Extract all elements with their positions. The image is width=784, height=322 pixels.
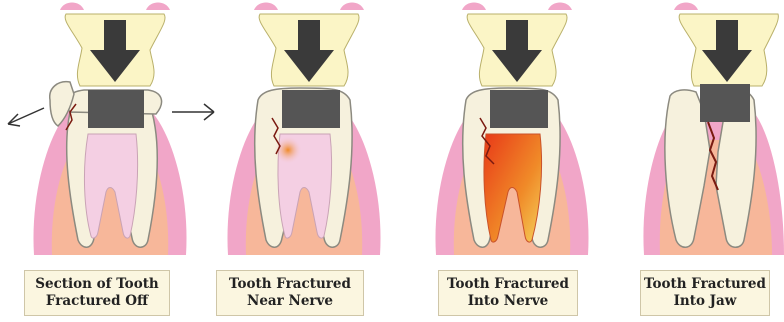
direction-arrow-icon — [172, 104, 214, 120]
caption-line-2: Near Nerve — [229, 293, 351, 310]
opposing-gum — [60, 3, 170, 11]
panel-fractured-into-jaw — [643, 3, 784, 256]
caption-section-fractured-off: Section of Tooth Fractured Off — [24, 270, 170, 316]
panel-fractured-into-nerve — [435, 3, 588, 256]
opposing-gum — [462, 3, 572, 11]
caption-line-1: Section of Tooth — [35, 276, 159, 293]
caption-fractured-into-nerve: Tooth Fractured Into Nerve — [438, 270, 578, 316]
direction-arrow-icon — [8, 108, 44, 126]
crown-filling — [88, 90, 144, 128]
caption-line-2: Into Jaw — [644, 293, 766, 310]
opposing-gum — [254, 3, 364, 11]
caption-fractured-into-jaw: Tooth Fractured Into Jaw — [640, 270, 770, 316]
caption-line-1: Tooth Fractured — [447, 276, 569, 293]
caption-fractured-near-nerve: Tooth Fractured Near Nerve — [216, 270, 364, 316]
caption-line-2: Into Nerve — [447, 293, 569, 310]
crown-filling — [282, 90, 340, 128]
panel-fractured-near-nerve — [227, 3, 380, 256]
crown-filling — [700, 84, 750, 122]
caption-line-2: Fractured Off — [35, 293, 159, 310]
crown-filling — [490, 90, 548, 128]
caption-line-1: Tooth Fractured — [229, 276, 351, 293]
opposing-gum — [674, 3, 698, 11]
panel-section-fractured-off — [8, 3, 214, 256]
caption-line-1: Tooth Fractured — [644, 276, 766, 293]
